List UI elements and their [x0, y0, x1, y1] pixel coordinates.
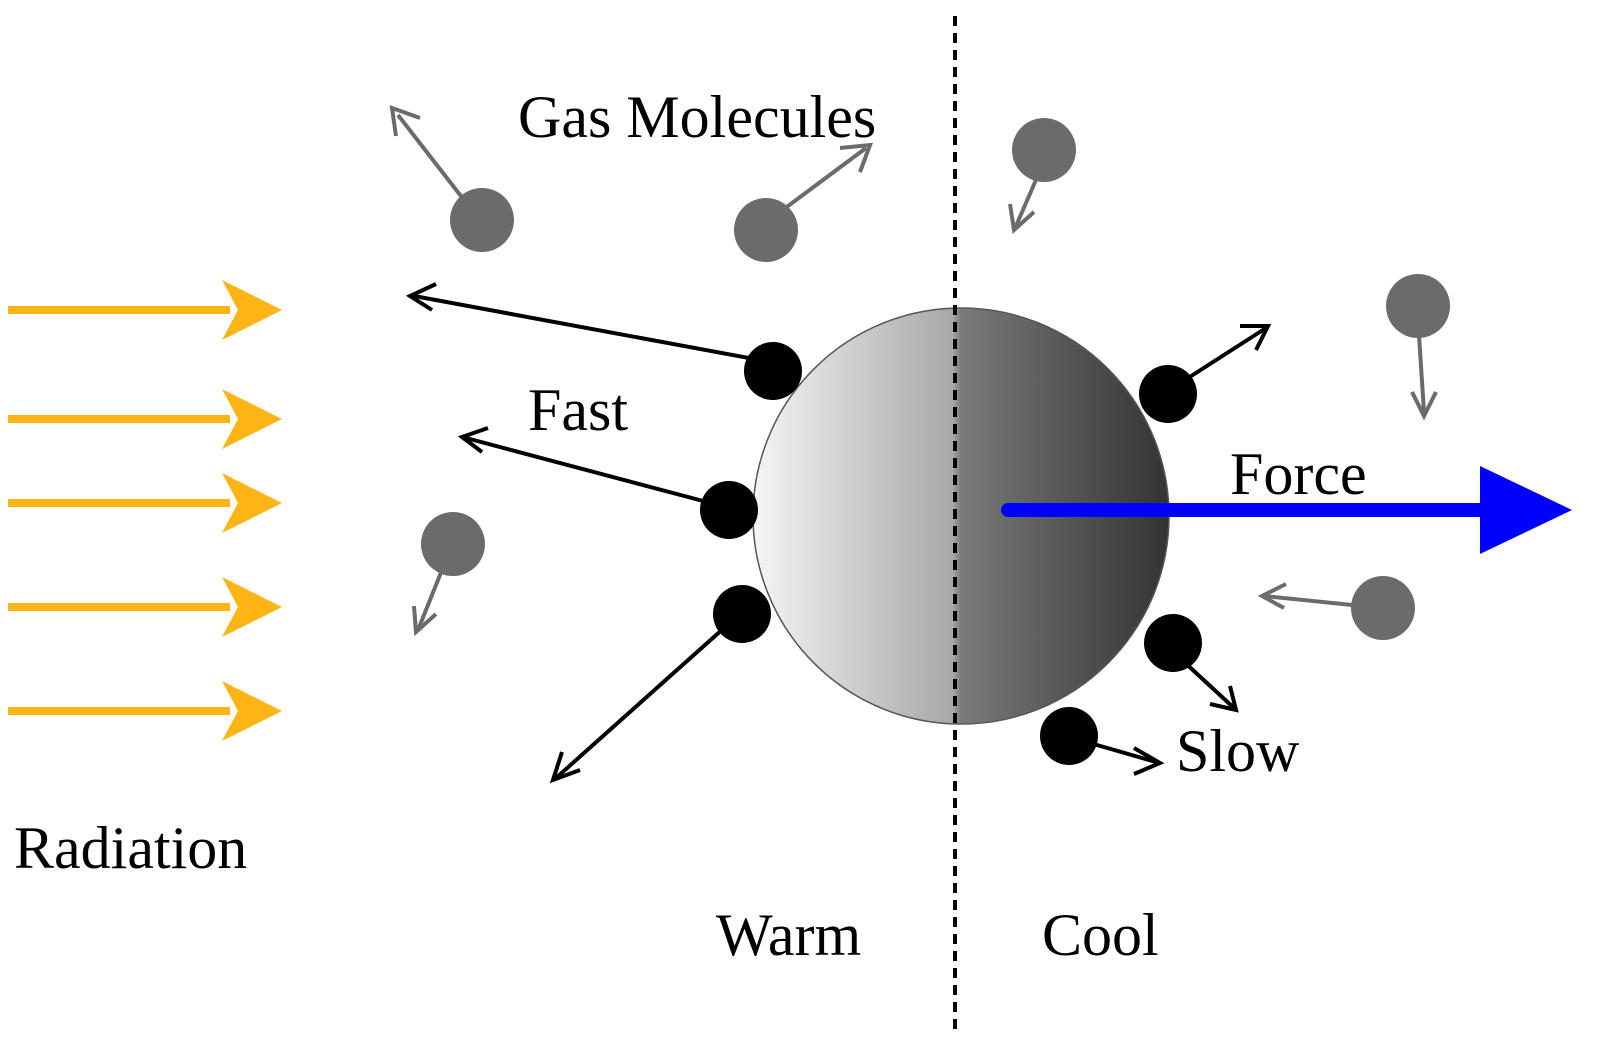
radiation-arrow [8, 389, 282, 449]
gas-molecule [1257, 576, 1415, 640]
gas-molecule [412, 512, 485, 637]
gas-molecule [389, 105, 514, 252]
gas-molecule [1008, 118, 1076, 234]
gas-molecules-label: Gas Molecules [518, 84, 876, 150]
fast-molecule [405, 282, 802, 400]
radiation-label: Radiation [14, 815, 247, 881]
radiation-arrow [8, 280, 282, 340]
warm-label: Warm [716, 902, 861, 968]
slow-label: Slow [1176, 718, 1300, 784]
slow-molecule [1139, 324, 1272, 423]
fast-label: Fast [528, 377, 628, 443]
fast-molecule [549, 585, 771, 784]
cool-label: Cool [1042, 902, 1159, 968]
fast-molecule [457, 426, 758, 539]
slow-molecule [1040, 707, 1165, 776]
gas-molecule [1386, 274, 1450, 421]
force-label: Force [1230, 441, 1367, 507]
radiation-arrow [8, 681, 282, 741]
force-arrow [1001, 466, 1572, 554]
gas-molecule [734, 142, 873, 262]
reflected-molecules [405, 282, 1272, 784]
radiation-arrow [8, 577, 282, 637]
gas-molecules [389, 105, 1450, 640]
slow-molecule [1144, 614, 1239, 713]
radiation-arrow [8, 473, 282, 533]
radiation-arrows [8, 280, 282, 741]
